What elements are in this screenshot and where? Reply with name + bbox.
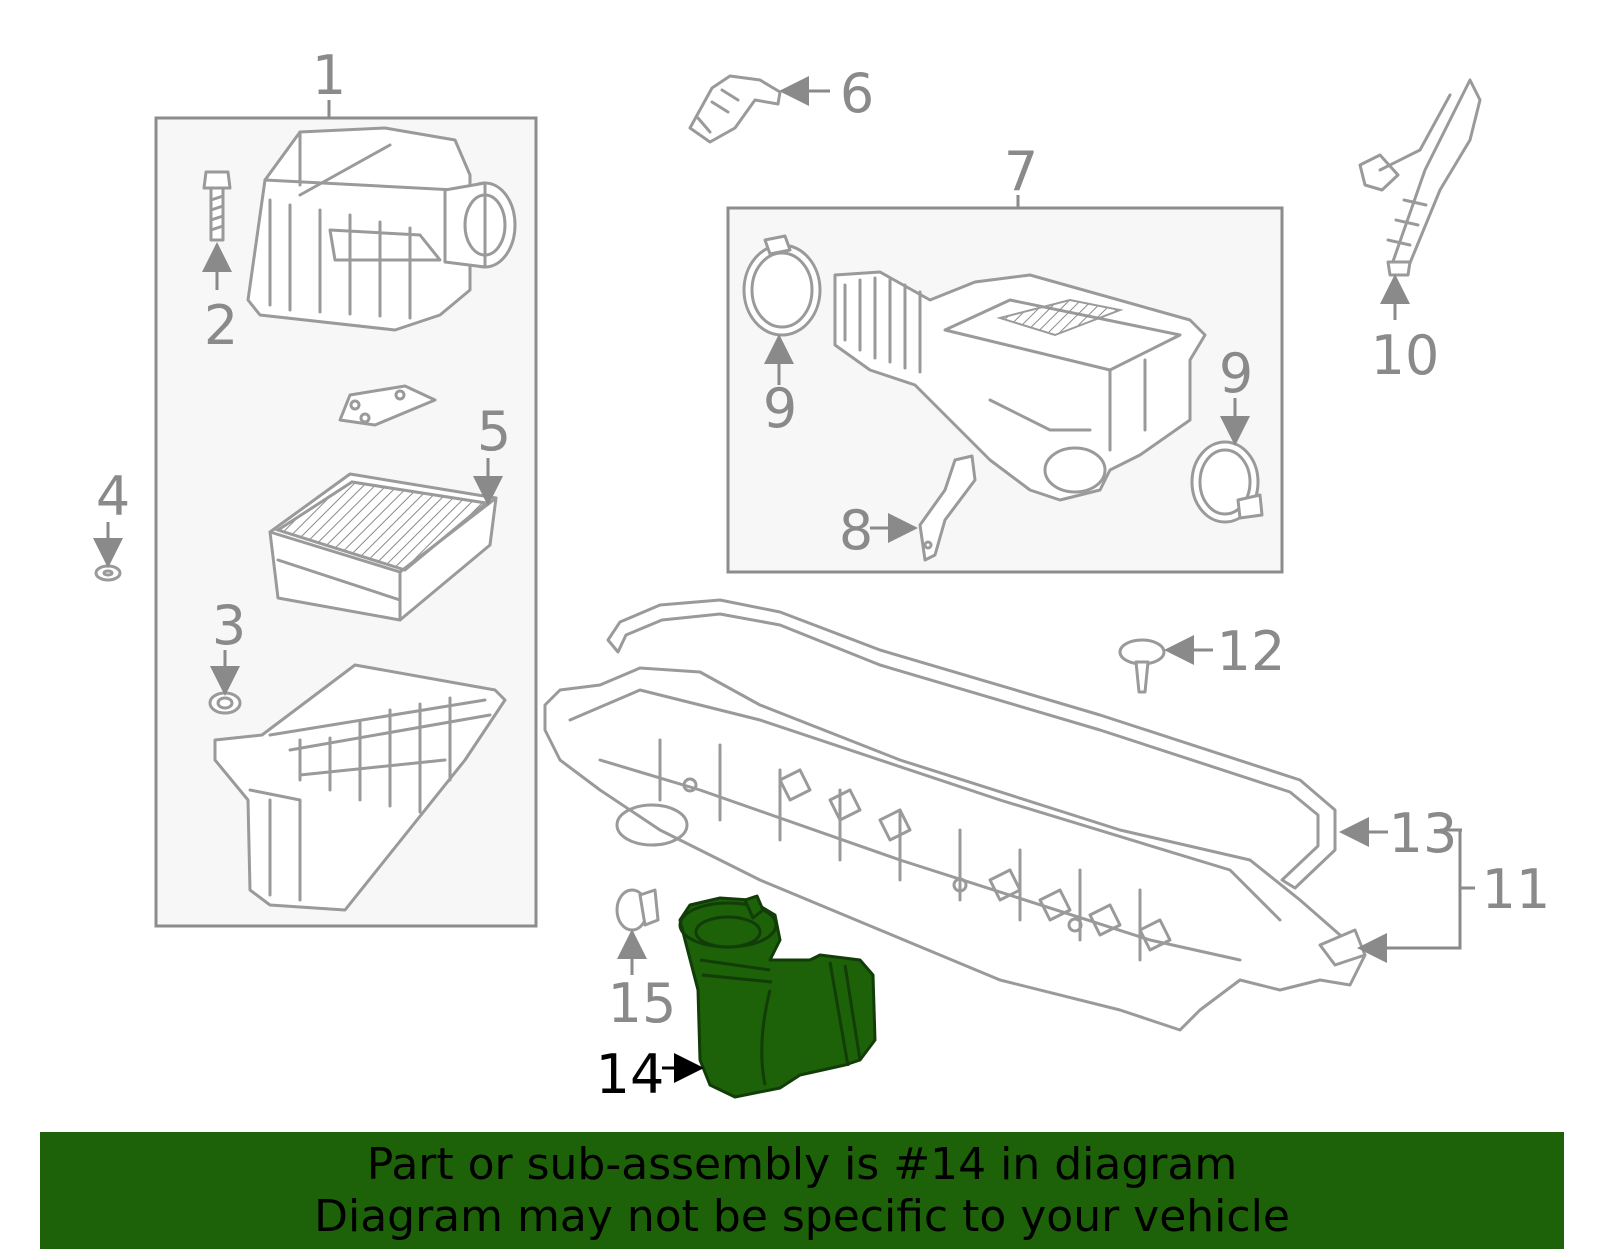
mounting-bracket[interactable] <box>918 454 977 562</box>
gasket-plate[interactable] <box>338 384 437 427</box>
washer[interactable] <box>94 564 122 582</box>
banner-line-disclaimer: Diagram may not be specific to your vehi… <box>314 1190 1290 1242</box>
bolt[interactable] <box>202 170 232 242</box>
callout-6: 6 <box>840 62 874 125</box>
callout-3: 3 <box>212 594 246 657</box>
callout-7: 7 <box>1004 140 1038 203</box>
callout-9-right: 9 <box>1219 342 1253 405</box>
seal-strip[interactable] <box>606 598 1337 890</box>
info-banner: Part or sub-assembly is #14 in diagram D… <box>40 1132 1564 1249</box>
push-pin-fastener[interactable] <box>1118 638 1166 694</box>
banner-line-part-number: Part or sub-assembly is #14 in diagram <box>366 1138 1238 1190</box>
callout-11: 11 <box>1482 858 1551 921</box>
callout-5: 5 <box>477 400 511 463</box>
callout-2: 2 <box>204 294 238 357</box>
callout-10: 10 <box>1371 324 1440 387</box>
callout-9-left: 9 <box>763 377 797 440</box>
callout-4: 4 <box>96 465 130 528</box>
air-filter-element[interactable] <box>268 472 498 622</box>
callout-8: 8 <box>839 499 873 562</box>
air-inlet-duct-highlighted[interactable] <box>678 894 877 1099</box>
air-cleaner-lower-housing[interactable] <box>213 663 507 912</box>
lower-air-deflector-panel[interactable] <box>543 666 1367 1032</box>
intake-duct-resonator[interactable] <box>833 270 1207 502</box>
callout-13: 13 <box>1389 802 1458 865</box>
air-cleaner-cover[interactable] <box>246 126 517 332</box>
callout-14: 14 <box>596 1043 665 1106</box>
callout-12: 12 <box>1217 620 1286 683</box>
vent-hose[interactable] <box>1358 78 1482 277</box>
callout-15: 15 <box>608 972 677 1035</box>
grommet[interactable] <box>208 691 242 715</box>
airflow-sensor[interactable] <box>688 74 782 144</box>
hose-clamp-left[interactable] <box>742 234 822 337</box>
callout-1: 1 <box>312 44 346 107</box>
retaining-clip[interactable] <box>615 888 660 932</box>
